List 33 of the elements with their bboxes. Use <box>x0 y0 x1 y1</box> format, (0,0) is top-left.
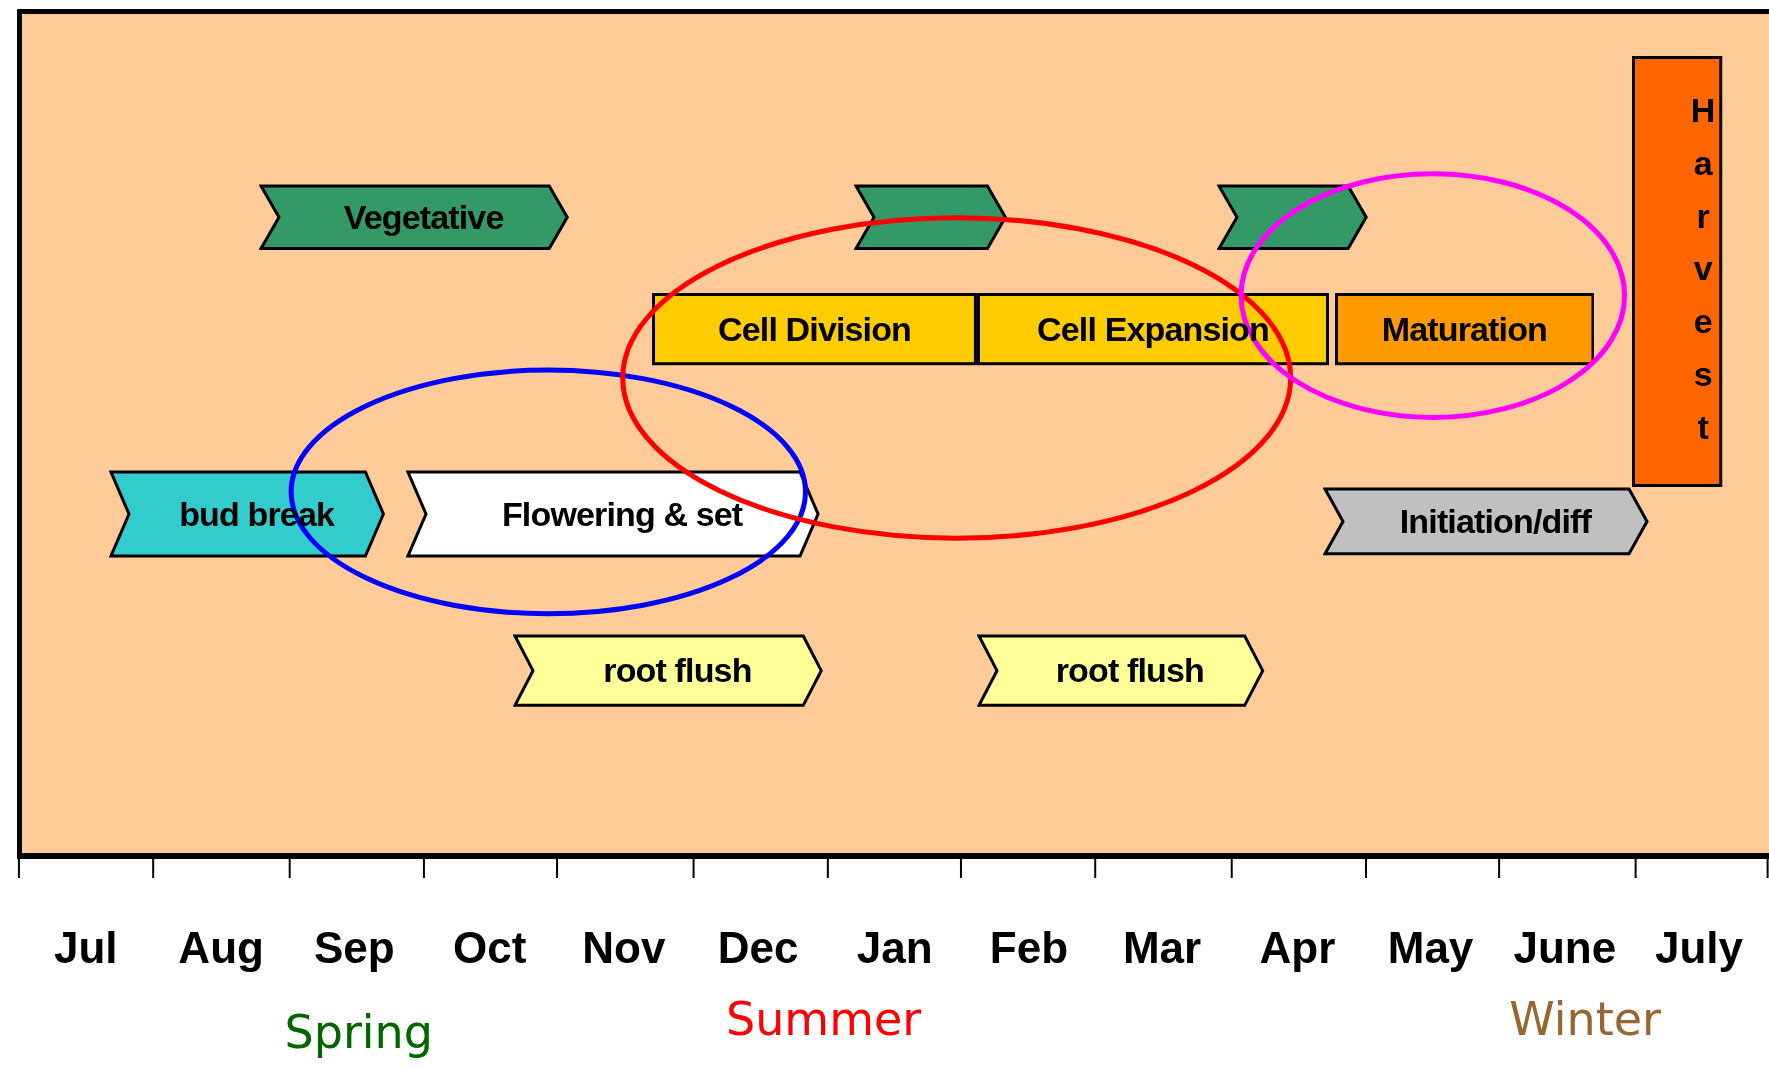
season-label: Winter <box>1509 990 1661 1048</box>
phase-chevron <box>109 470 386 559</box>
phase-bar <box>652 293 977 366</box>
phase-bar <box>1632 56 1723 488</box>
phase-bar <box>1334 293 1595 366</box>
month-label: Sep <box>313 921 395 974</box>
month-label: May <box>1387 921 1474 974</box>
month-label: Dec <box>717 921 799 974</box>
phase-chevron <box>1323 487 1650 557</box>
phase-chevron <box>513 634 824 708</box>
month-label: Mar <box>1122 921 1202 974</box>
month-label: Jul <box>53 921 118 974</box>
month-label: Apr <box>1259 921 1336 974</box>
month-label: Nov <box>582 921 666 974</box>
month-label: Feb <box>989 921 1068 974</box>
month-label: Oct <box>452 921 527 974</box>
phase-label: root flush <box>1054 650 1204 692</box>
month-label: Aug <box>178 921 264 974</box>
phase-label: root flush <box>602 650 752 692</box>
phase-chevron <box>406 470 821 559</box>
season-label: Spring <box>284 1003 433 1061</box>
season-label: Summer <box>725 990 922 1048</box>
phase-label: Initiation/diff <box>1398 501 1591 543</box>
month-label: July <box>1655 921 1744 974</box>
phase-label: Harvest <box>1689 90 1717 448</box>
phase-label: Maturation <box>1381 308 1547 350</box>
phase-label: Vegetative <box>342 196 504 238</box>
phase-chevron <box>259 183 570 251</box>
phase-label: Cell Division <box>718 308 912 350</box>
month-label: June <box>1513 921 1617 974</box>
phase-chevron <box>977 634 1265 708</box>
phase-label: Flowering & set <box>500 493 743 535</box>
month-label: Jan <box>856 921 933 974</box>
